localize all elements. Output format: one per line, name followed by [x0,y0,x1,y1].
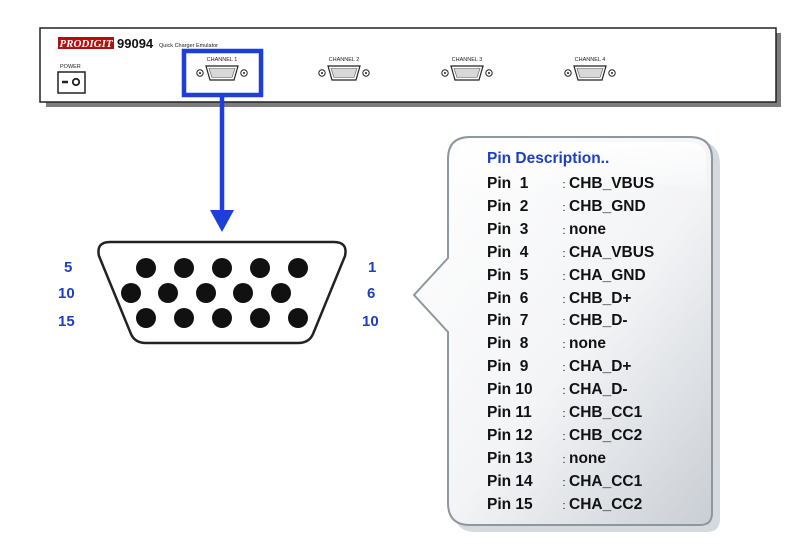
pin-label: Pin 2 [487,197,529,215]
pin-separator: : [562,430,566,443]
channel-1-port[interactable]: CHANNEL 1 [196,57,248,81]
pin-label: Pin 1 [487,175,529,192]
pin-label: Pin 7 [487,312,529,330]
pin-separator: : [562,408,566,420]
label-right-row-top: 1 [368,259,377,276]
pin-signal: CHB_D+ [569,289,632,307]
pin-signal: CHA_D- [569,381,628,399]
pin-label: Pin 6 [487,289,529,307]
pin-separator: : [562,179,566,191]
pin-separator: : [562,362,566,375]
channel-4-label: CHANNEL 4 [575,57,606,63]
pin-row: Pin 9:CHA_D+ [487,356,631,378]
model-number: 99094 [117,36,154,51]
pin-label: Pin 10 [487,381,533,399]
brand-logo-text: PRODIGIT [59,38,113,50]
pin-label: Pin 3 [487,220,529,238]
power-switch[interactable] [57,71,86,94]
pin-signal: CHB_CC2 [569,426,643,444]
pin-row: Pin 6:CHB_D+ [487,288,631,310]
pin-row: Pin 1:CHB_VBUS [487,173,654,195]
pin-row: Pin 7:CHB_D- [487,310,628,332]
pin-row: Pin 14:CHA_CC1 [487,471,642,493]
pin-signal: CHA_D+ [569,358,632,376]
pin-label: Pin 15 [487,495,533,513]
brand-logo [58,37,114,49]
pin-signal: CHB_VBUS [569,175,655,192]
pin-holes [121,258,308,328]
pin-separator: : [562,476,566,489]
label-left-row-mid: 10 [58,285,75,302]
pin-description-bubble [412,136,720,532]
channel-3-port[interactable]: CHANNEL 3 [441,57,493,81]
pin-separator: : [562,247,566,260]
pin-row: Pin 10:CHA_D- [487,379,628,401]
pin-label: Pin 5 [487,266,529,284]
pin-separator: : [562,316,566,329]
pin-row: Pin 3:none [487,219,606,241]
pin-description-title: Pin Description.. [487,150,610,167]
label-left-row-bot: 15 [58,313,75,330]
front-panel: PRODIGIT 99094 Quick Charger Emulator PO… [39,27,781,107]
pin-separator: : [562,385,566,398]
pin-label: Pin 4 [487,243,529,261]
pin-row: Pin 12:CHB_CC2 [487,425,642,447]
power-label: POWER [60,64,81,70]
product-name: Quick Charger Emulator [159,43,218,49]
pin-label: Pin 13 [487,449,533,467]
pin-label: Pin 14 [487,472,533,490]
pin-separator: : [562,224,566,237]
pin-signal: none [569,220,607,238]
channel-3-label: CHANNEL 3 [452,57,483,63]
label-right-row-mid: 6 [367,285,376,302]
pin-separator: : [562,293,566,306]
label-right-row-bot: 10 [362,313,379,330]
pin-signal: CHB_GND [569,197,646,215]
channel-2-port[interactable]: CHANNEL 2 [318,57,370,81]
pin-separator: : [562,270,566,283]
db15-connector [97,240,347,345]
pin-signal: CHA_GND [569,266,646,284]
pin-label: Pin 8 [487,335,529,353]
pin-row: Pin 5:CHA_GND [487,265,646,287]
pointer-arrow-head [210,210,234,232]
pin-row: Pin 8:none [487,333,606,355]
channel-2-label: CHANNEL 2 [329,57,360,63]
pin-row: Pin 11:CHB_CC1 [487,402,642,424]
pin-separator: : [562,339,566,352]
pin-separator: : [562,499,566,512]
pin-row: Pin 4:CHA_VBUS [487,242,654,264]
channel-4-port[interactable]: CHANNEL 4 [564,57,616,81]
pin-label: Pin 11 [487,404,532,421]
pin-separator: : [562,201,566,214]
channel-1-highlight-box [181,48,264,98]
bubble-sheen [454,142,706,200]
pin-signal: CHA_CC1 [569,472,643,490]
pin-label: Pin 12 [487,426,533,444]
pin-signal: CHB_CC1 [569,404,643,421]
pin-separator: : [562,453,566,466]
pin-signal: CHA_CC2 [569,495,643,513]
label-left-row-top: 5 [64,259,73,276]
pin-signal: none [569,449,607,467]
pin-label: Pin 9 [487,358,529,376]
pin-signal: CHA_VBUS [569,243,655,261]
db15-shell [97,240,347,345]
channel-1-label: CHANNEL 1 [207,57,238,63]
pin-row: Pin 15:CHA_CC2 [487,494,642,516]
bubble-body [412,136,713,526]
pin-row: Pin 2:CHB_GND [487,196,646,218]
pin-signal: CHB_D- [569,312,628,330]
pin-signal: none [569,335,607,353]
front-panel-body [39,27,777,103]
pin-row: Pin 13:none [487,448,606,470]
